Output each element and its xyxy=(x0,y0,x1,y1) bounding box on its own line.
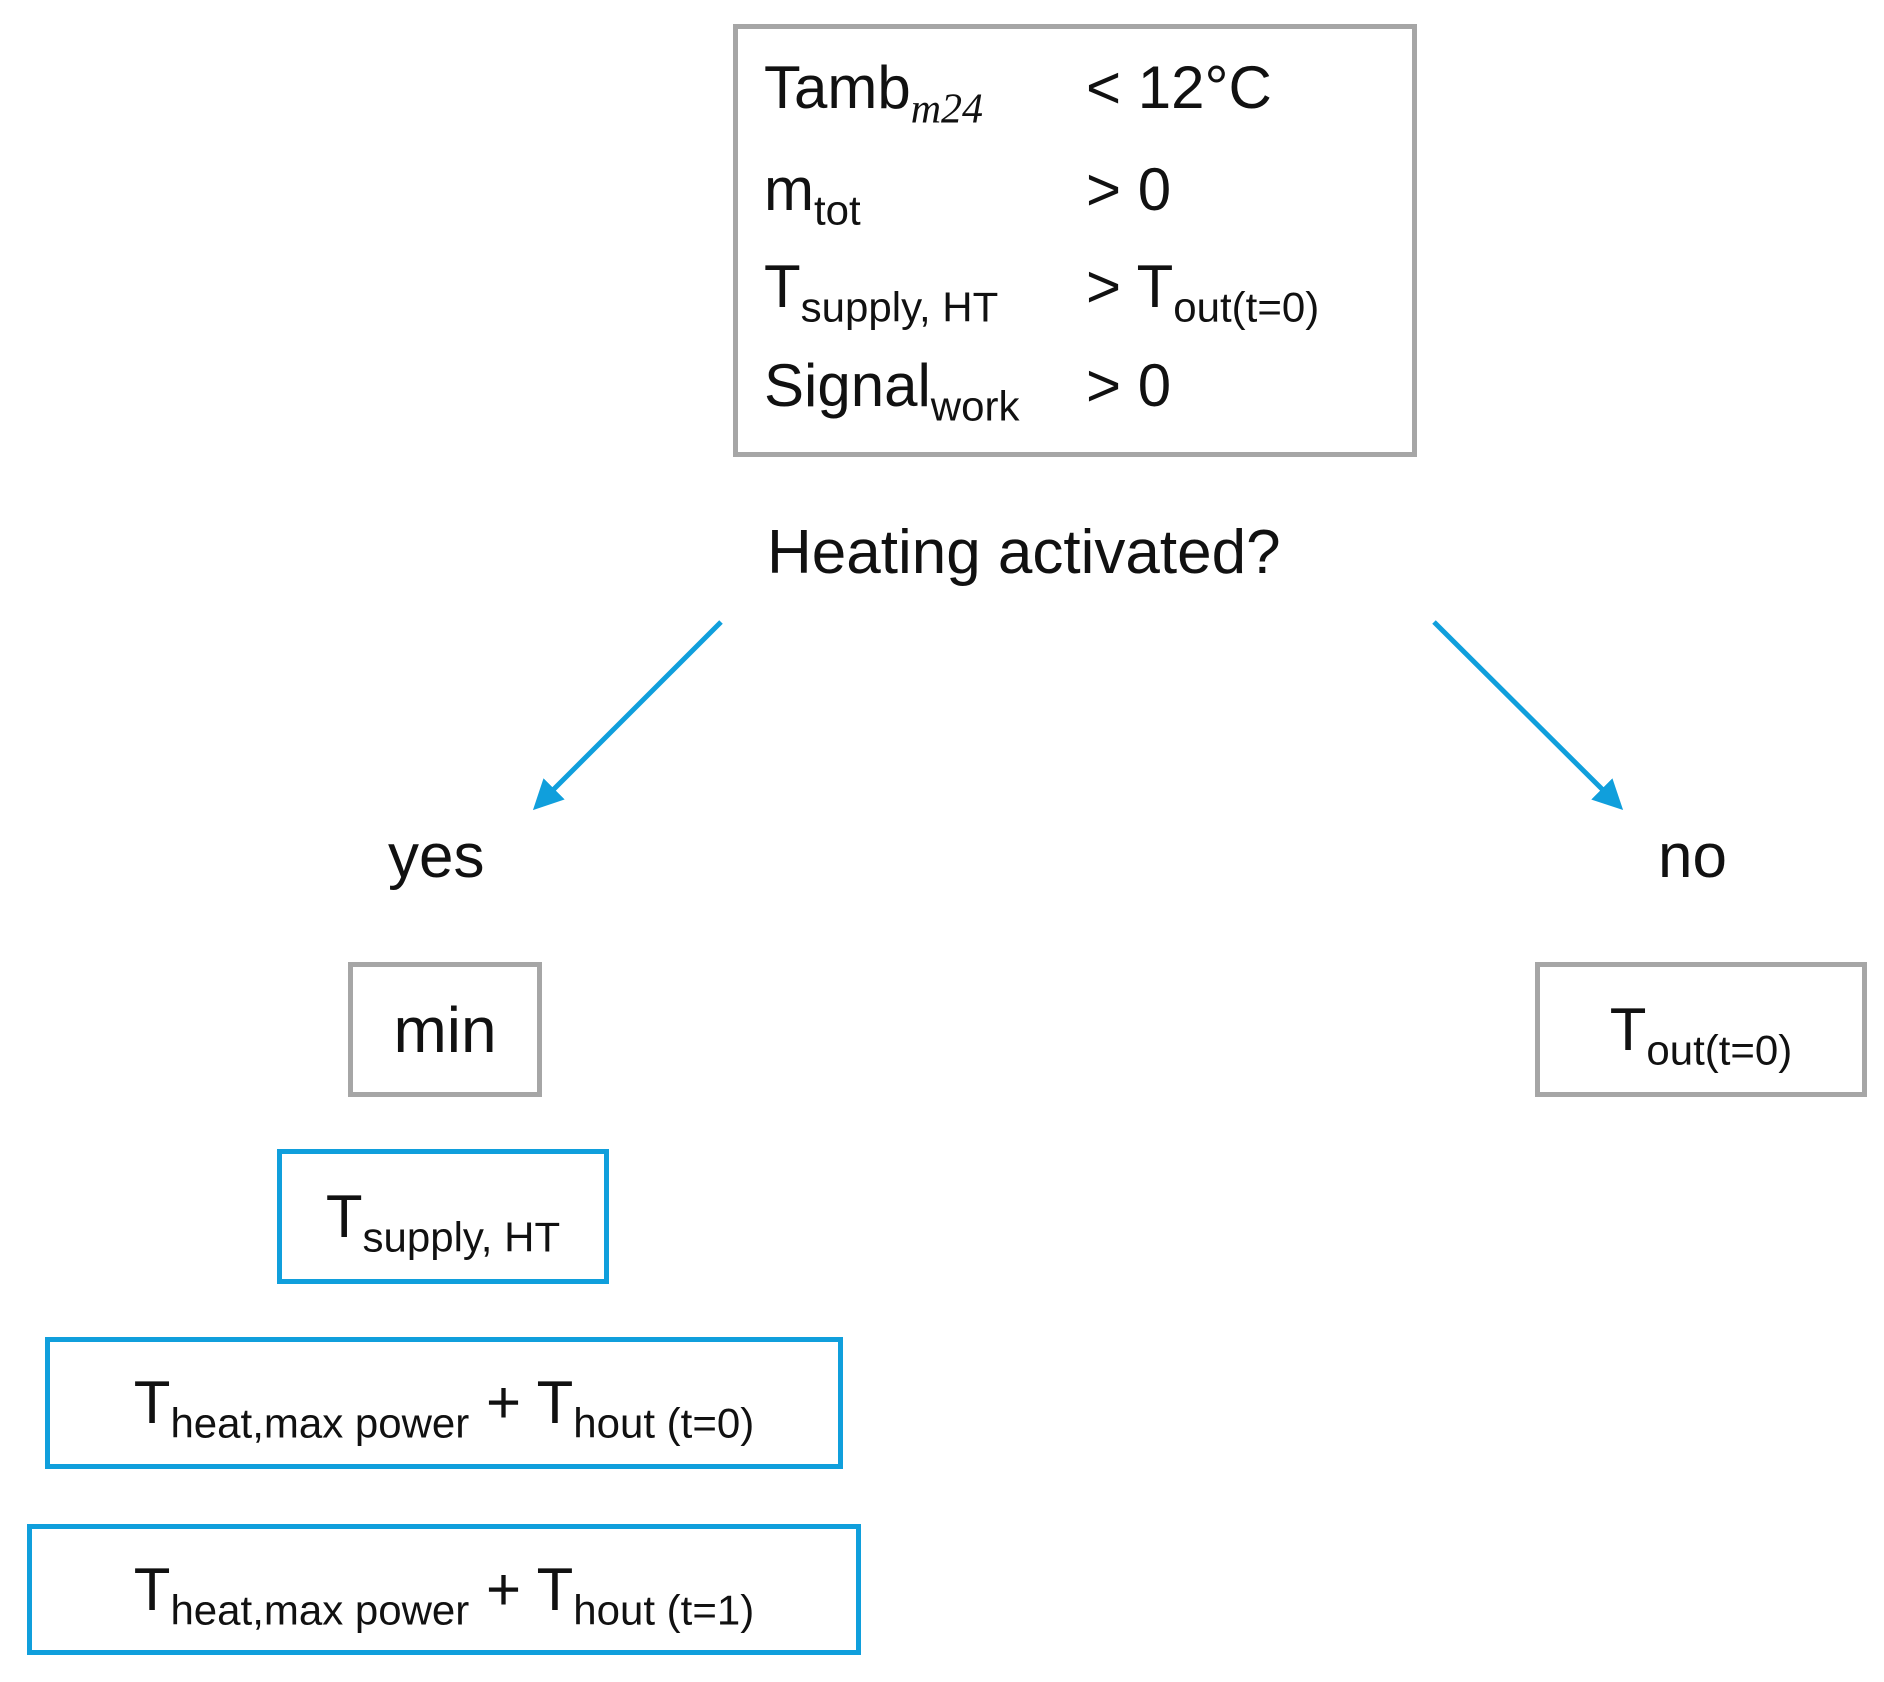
var-text: Signal xyxy=(764,352,931,419)
var-text: Tamb xyxy=(764,54,911,121)
no-result-box: Tout(t=0) xyxy=(1535,962,1867,1097)
condition-4-var: Signalwork xyxy=(764,356,1019,428)
min-label: min xyxy=(393,993,497,1066)
arrow-no xyxy=(1432,620,1624,811)
option-supply-box: Tsupply, HT xyxy=(277,1149,609,1284)
option-t0-box: Theat,max power + Thout (t=0) xyxy=(45,1337,843,1469)
yes-label: yes xyxy=(388,822,485,891)
condition-4-op: > 0 xyxy=(1086,352,1172,419)
var-subscript: tot xyxy=(813,186,861,234)
option-3: Theat,max power + Thout (t=1) xyxy=(133,1555,755,1634)
conditions-box xyxy=(733,24,1417,457)
op-subscript: out(t=0) xyxy=(1173,283,1320,331)
var-text: T xyxy=(764,253,801,320)
var-text: m xyxy=(764,156,814,223)
op-text: > T xyxy=(1086,253,1174,320)
no-result: Tout(t=0) xyxy=(1609,995,1793,1074)
condition-1-var: Tambm24 xyxy=(764,58,983,131)
question-label: Heating activated? xyxy=(767,518,1281,587)
var-subscript: work xyxy=(930,382,1020,430)
condition-2-op: > 0 xyxy=(1086,156,1172,223)
var-subscript: m24 xyxy=(910,86,984,133)
min-box: min xyxy=(348,962,542,1097)
condition-3-op: > Tout(t=0) xyxy=(1086,257,1319,329)
condition-1-op: < 12°C xyxy=(1086,54,1272,121)
no-label: no xyxy=(1658,822,1727,891)
option-1: Tsupply, HT xyxy=(325,1182,561,1261)
option-2: Theat,max power + Thout (t=0) xyxy=(133,1369,755,1447)
option-t1-box: Theat,max power + Thout (t=1) xyxy=(27,1524,861,1655)
var-subscript: supply, HT xyxy=(800,283,999,331)
condition-3-var: Tsupply, HT xyxy=(764,257,998,329)
arrow-yes xyxy=(532,620,723,811)
condition-2-var: mtot xyxy=(764,160,861,232)
